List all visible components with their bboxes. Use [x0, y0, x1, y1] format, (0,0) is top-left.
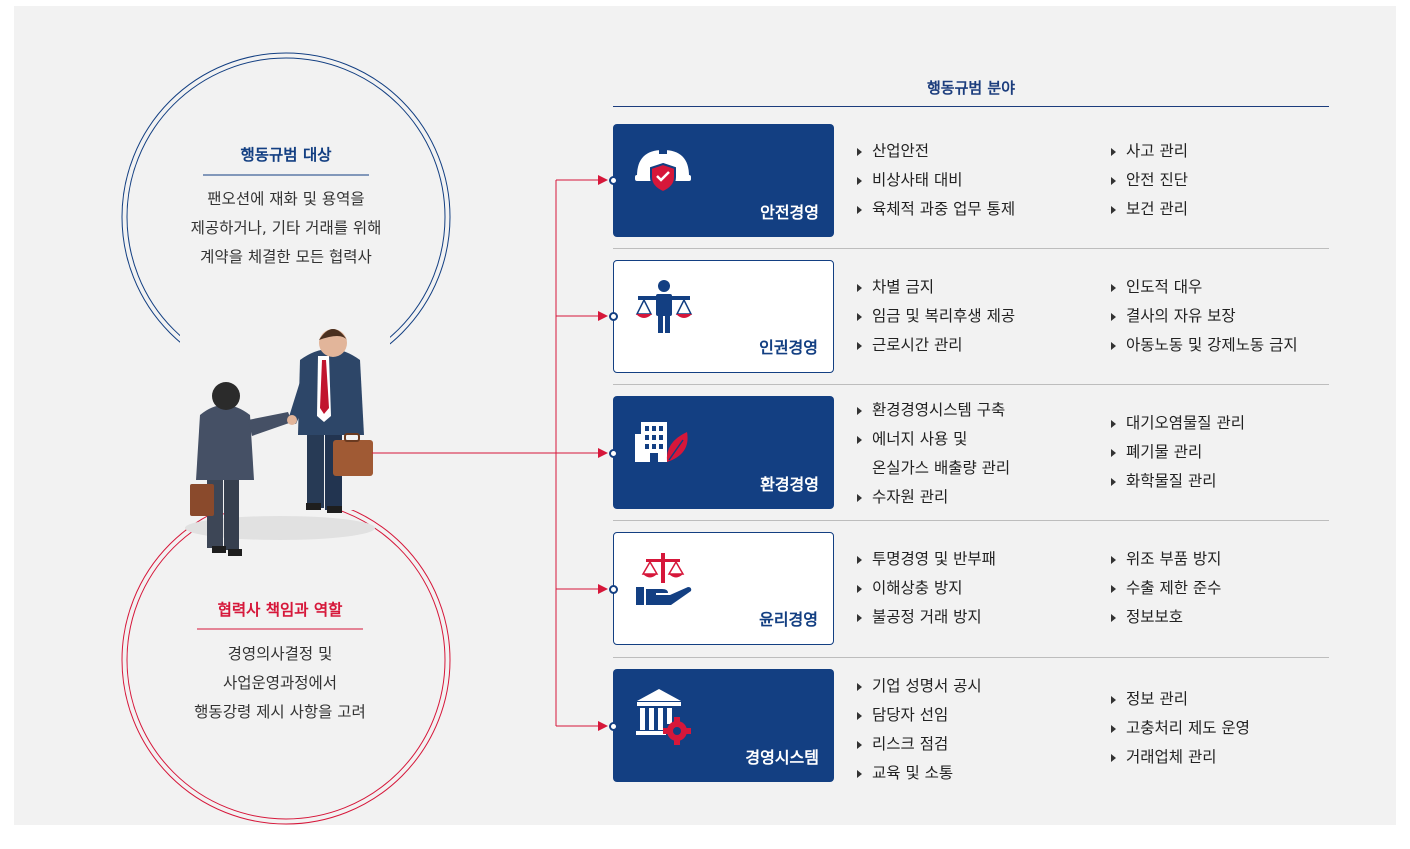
- category-items-col1: 차별 금지 임금 및 복리후생 제공 근로시간 관리: [857, 273, 1015, 360]
- list-item: 에너지 사용 및: [857, 425, 1010, 454]
- list-item: 안전 진단: [1111, 166, 1188, 195]
- list-item: 정보보호: [1111, 603, 1221, 632]
- target-heading: 행동규범 대상: [240, 146, 332, 164]
- list-item: 화학물질 관리: [1111, 467, 1245, 496]
- category-card-environment: 환경경영: [613, 396, 834, 509]
- category-card-management-system: 경영시스템: [613, 669, 834, 782]
- row-divider: [613, 657, 1329, 658]
- list-item: 사고 관리: [1111, 137, 1188, 166]
- list-item: 고충처리 제도 운영: [1111, 714, 1250, 743]
- person-scales-icon: [635, 280, 693, 333]
- role-circle-text: 협력사 책임과 역할 경영의사결정 및 사업운영과정에서 행동강령 제시 사항을…: [160, 598, 400, 727]
- category-label: 환경경영: [760, 475, 819, 494]
- list-item: 육체적 과중 업무 통제: [857, 195, 1015, 224]
- connector-arrowheads: [598, 175, 608, 731]
- list-item: 환경경영시스템 구축: [857, 396, 1010, 425]
- list-item: 리스크 점검: [857, 730, 982, 759]
- list-item: 담당자 선임: [857, 701, 982, 730]
- role-heading: 협력사 책임과 역할: [217, 601, 343, 619]
- connector-dot: [609, 585, 618, 594]
- category-card-ethics: 윤리경영: [613, 532, 834, 645]
- list-item: 교육 및 소통: [857, 759, 982, 788]
- category-items-col2: 사고 관리 안전 진단 보건 관리: [1111, 137, 1188, 224]
- category-card-human-rights: 인권경영: [613, 260, 834, 373]
- category-items-col1: 산업안전 비상사태 대비 육체적 과중 업무 통제: [857, 137, 1015, 224]
- list-item: 정보 관리: [1111, 685, 1250, 714]
- list-item-continuation: 온실가스 배출량 관리: [872, 459, 1011, 477]
- list-item: 기업 성명서 공시: [857, 672, 982, 701]
- section-title-rule: [613, 106, 1329, 107]
- category-items-col1: 투명경영 및 반부패 이해상충 방지 불공정 거래 방지: [857, 545, 996, 632]
- list-item: 차별 금지: [857, 273, 1015, 302]
- row-divider: [613, 248, 1329, 249]
- category-label: 윤리경영: [759, 610, 818, 629]
- connector-dot: [609, 176, 618, 185]
- role-line: 사업운영과정에서: [222, 674, 338, 692]
- role-body: 경영의사결정 및 사업운영과정에서 행동강령 제시 사항을 고려: [160, 640, 400, 727]
- section-title: 행동규범 분야: [926, 79, 1016, 97]
- handshake-illustration: [185, 329, 375, 556]
- connector-dot: [609, 449, 618, 458]
- connector-dot: [609, 722, 618, 731]
- connector-dot: [609, 312, 618, 321]
- target-line: 팬오션에 재화 및 용역을: [207, 190, 365, 208]
- target-body: 팬오션에 재화 및 용역을 제공하거나, 기타 거래를 위해 계약을 체결한 모…: [166, 185, 406, 272]
- list-item: 결사의 자유 보장: [1111, 302, 1298, 331]
- building-leaf-icon: [635, 422, 688, 462]
- hand-scales-icon: [636, 553, 692, 605]
- helmet-shield-icon: [635, 146, 691, 194]
- list-item: 임금 및 복리후생 제공: [857, 302, 1015, 331]
- list-item: 인도적 대우: [1111, 273, 1298, 302]
- list-item: 대기오염물질 관리: [1111, 409, 1245, 438]
- category-label: 경영시스템: [745, 748, 819, 767]
- category-items-col1: 기업 성명서 공시 담당자 선임 리스크 점검 교육 및 소통: [857, 672, 982, 788]
- row-divider: [613, 384, 1329, 385]
- list-item: 아동노동 및 강제노동 금지: [1111, 331, 1298, 360]
- list-item: 이해상충 방지: [857, 574, 996, 603]
- list-item: 투명경영 및 반부패: [857, 545, 996, 574]
- list-item: 보건 관리: [1111, 195, 1188, 224]
- list-item: 비상사태 대비: [857, 166, 1015, 195]
- category-items-col2: 대기오염물질 관리 폐기물 관리 화학물질 관리: [1111, 409, 1245, 496]
- list-item: 수출 제한 준수: [1111, 574, 1221, 603]
- target-circle-text: 행동규범 대상 팬오션에 재화 및 용역을 제공하거나, 기타 거래를 위해 계…: [166, 143, 406, 272]
- target-line: 제공하거나, 기타 거래를 위해: [190, 219, 382, 237]
- row-divider: [613, 520, 1329, 521]
- connector-lines: [372, 179, 600, 727]
- category-label: 인권경영: [759, 338, 818, 357]
- category-items-col2: 인도적 대우 결사의 자유 보장 아동노동 및 강제노동 금지: [1111, 273, 1298, 360]
- role-line: 경영의사결정 및: [227, 645, 333, 663]
- category-items-col2: 위조 부품 방지 수출 제한 준수 정보보호: [1111, 545, 1221, 632]
- list-item: 폐기물 관리: [1111, 438, 1245, 467]
- list-item: 수자원 관리: [857, 483, 1010, 512]
- target-line: 계약을 체결한 모든 협력사: [200, 248, 372, 266]
- category-items-col2: 정보 관리 고충처리 제도 운영 거래업체 관리: [1111, 685, 1250, 772]
- category-card-safety: 안전경영: [613, 124, 834, 237]
- list-item: 위조 부품 방지: [1111, 545, 1221, 574]
- category-items-col1: 환경경영시스템 구축 에너지 사용 및 온실가스 배출량 관리 수자원 관리: [857, 396, 1010, 512]
- list-item: 산업안전: [857, 137, 1015, 166]
- category-label: 안전경영: [760, 203, 819, 222]
- list-item: 근로시간 관리: [857, 331, 1015, 360]
- role-line: 행동강령 제시 사항을 고려: [194, 703, 366, 721]
- list-item: 거래업체 관리: [1111, 743, 1250, 772]
- bank-gear-icon: [636, 689, 691, 745]
- list-item: 불공정 거래 방지: [857, 603, 996, 632]
